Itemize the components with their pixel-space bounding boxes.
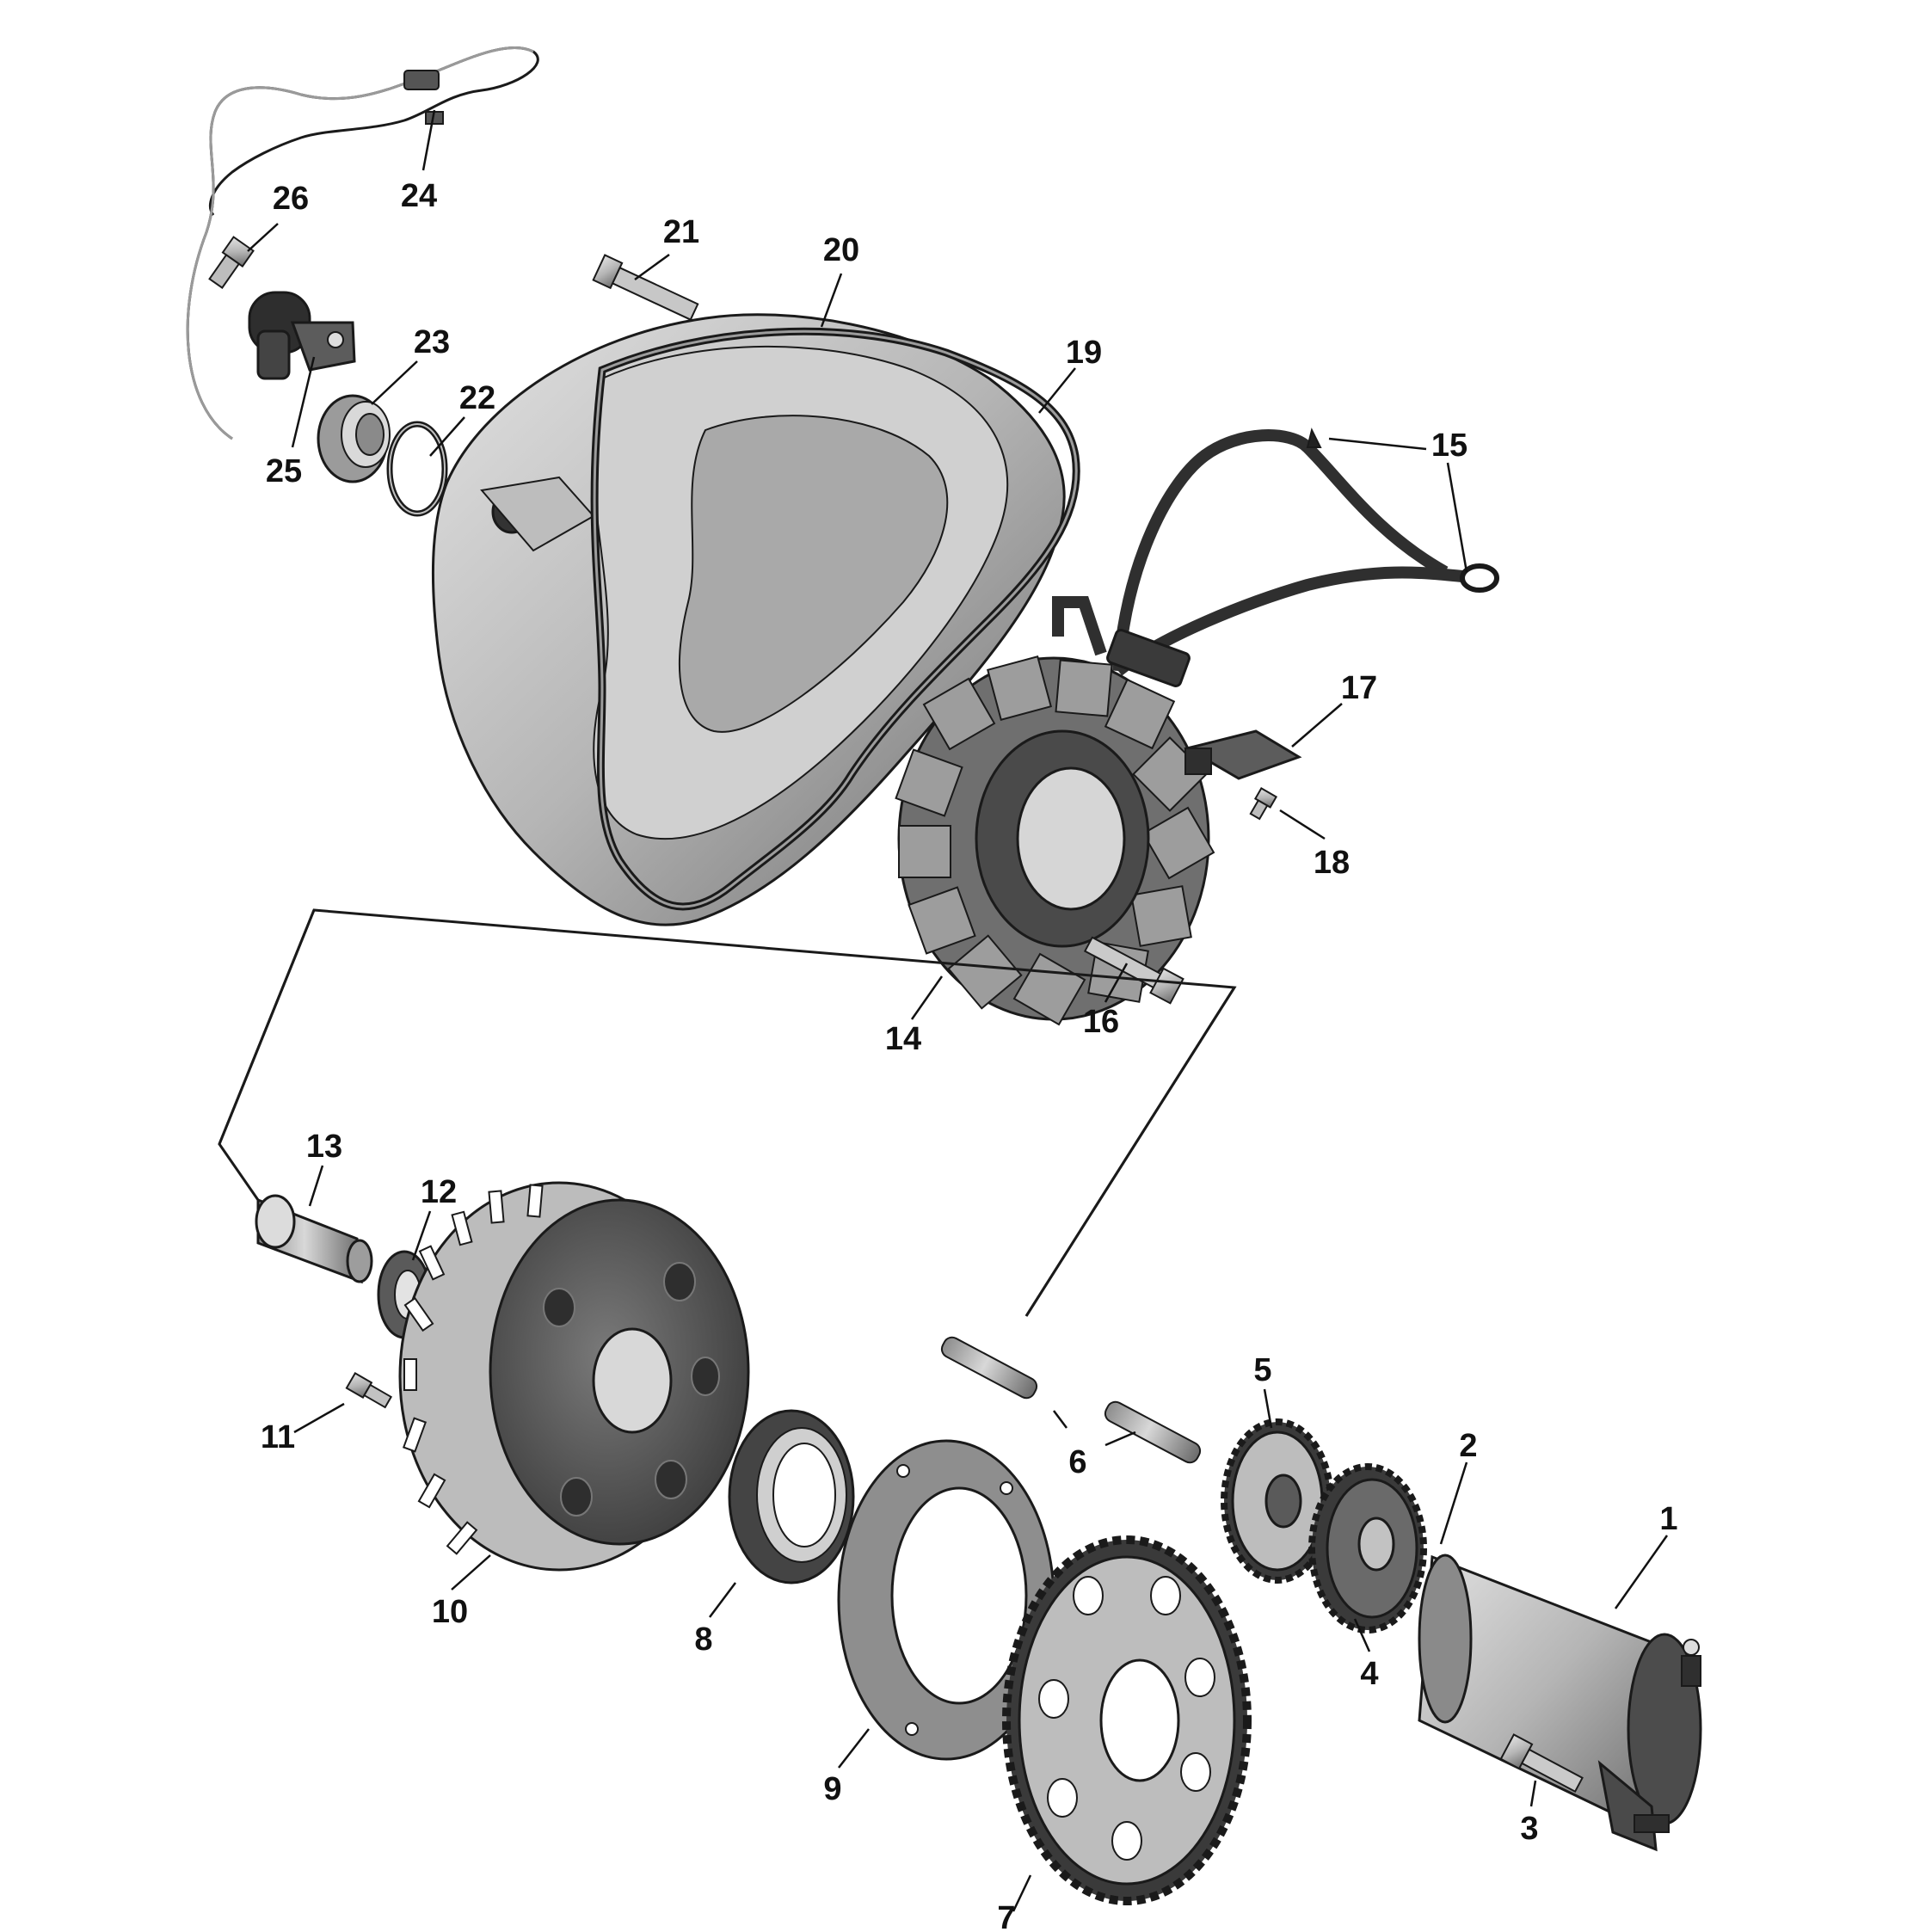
callout-15: 15 (1431, 428, 1467, 464)
o-ring-22 (386, 421, 448, 517)
callout-labels: 1 2 3 4 5 6 7 8 9 10 11 12 13 14 15 16 1… (261, 178, 1678, 1932)
leader-14 (910, 975, 944, 1020)
callout-8: 8 (694, 1621, 712, 1658)
leader-17 (1291, 703, 1343, 748)
callout-7: 7 (997, 1900, 1015, 1932)
leader-lines (247, 109, 1669, 1912)
leader-4 (1353, 1618, 1371, 1652)
callout-16: 16 (1083, 1004, 1119, 1040)
assembly-bracket-lines (218, 909, 1236, 1317)
bolt-3 (1499, 1733, 1584, 1794)
stator-14 (895, 655, 1215, 1026)
callout-4: 4 (1360, 1656, 1378, 1692)
callout-17: 17 (1341, 670, 1377, 706)
callout-22: 22 (459, 380, 495, 416)
leader-11 (293, 1402, 345, 1434)
leader-1 (1614, 1535, 1669, 1609)
leader-15b (1446, 462, 1468, 573)
leader-7 (1012, 1874, 1032, 1912)
leader-3 (1529, 1780, 1537, 1807)
gasket-19 (590, 327, 1080, 911)
callout-12: 12 (421, 1174, 457, 1210)
callout-19: 19 (1066, 335, 1102, 371)
screw-18 (1249, 786, 1278, 821)
gear-4 (1308, 1463, 1427, 1634)
wire-clamp-17 (1184, 729, 1302, 780)
callout-14: 14 (885, 1021, 921, 1057)
callout-5: 5 (1253, 1352, 1271, 1388)
leader-2 (1439, 1461, 1468, 1545)
leader-23 (371, 360, 418, 405)
callout-18: 18 (1314, 845, 1350, 881)
bolt-16 (1083, 936, 1184, 1005)
leader-18 (1279, 809, 1326, 840)
callout-23: 23 (414, 324, 450, 360)
wiring-harness (186, 46, 539, 440)
callout-20: 20 (823, 232, 859, 268)
callout-21: 21 (663, 214, 699, 250)
plate-9 (837, 1439, 1055, 1761)
leader-12 (411, 1210, 432, 1261)
screw-11 (345, 1371, 393, 1409)
stator-wire-harness (1052, 428, 1499, 687)
seal-23 (317, 394, 391, 483)
bolt-26 (208, 236, 255, 289)
callout-25: 25 (266, 453, 302, 489)
leader-5 (1263, 1388, 1273, 1429)
pin-6b (1104, 1400, 1202, 1464)
callout-13: 13 (306, 1129, 342, 1165)
callout-1: 1 (1659, 1501, 1677, 1537)
callout-3: 3 (1520, 1811, 1538, 1847)
leader-6 (1053, 1410, 1136, 1447)
callout-6: 6 (1068, 1444, 1086, 1480)
leader-22 (429, 416, 465, 457)
gear-5 (1221, 1418, 1334, 1584)
magneto-cover (431, 313, 1066, 926)
starter-motor-1 (1418, 1554, 1702, 1852)
leader-25 (291, 356, 316, 448)
leader-10 (451, 1554, 491, 1591)
flywheel-rotor-10 (398, 1181, 750, 1572)
leader-13 (308, 1165, 324, 1207)
callout-11: 11 (261, 1419, 295, 1455)
leader-20 (820, 273, 843, 328)
sensor-25 (248, 291, 356, 380)
bushing-13 (255, 1194, 373, 1284)
leader-9 (838, 1728, 870, 1769)
leader-15a (1328, 437, 1427, 451)
callout-10: 10 (432, 1594, 468, 1630)
callout-24: 24 (401, 178, 437, 214)
leader-26 (247, 223, 279, 252)
pin-6a (940, 1336, 1038, 1400)
bearing-8 (728, 1409, 855, 1584)
bolt-21 (592, 254, 699, 321)
leader-16 (1104, 963, 1129, 1003)
leader-24 (421, 109, 436, 171)
leader-21 (634, 253, 670, 281)
gear-7 (1002, 1535, 1252, 1905)
leader-8 (709, 1582, 736, 1618)
callout-26: 26 (273, 181, 309, 217)
callout-2: 2 (1459, 1428, 1477, 1464)
callout-9: 9 (823, 1771, 841, 1807)
leader-19 (1038, 367, 1076, 414)
